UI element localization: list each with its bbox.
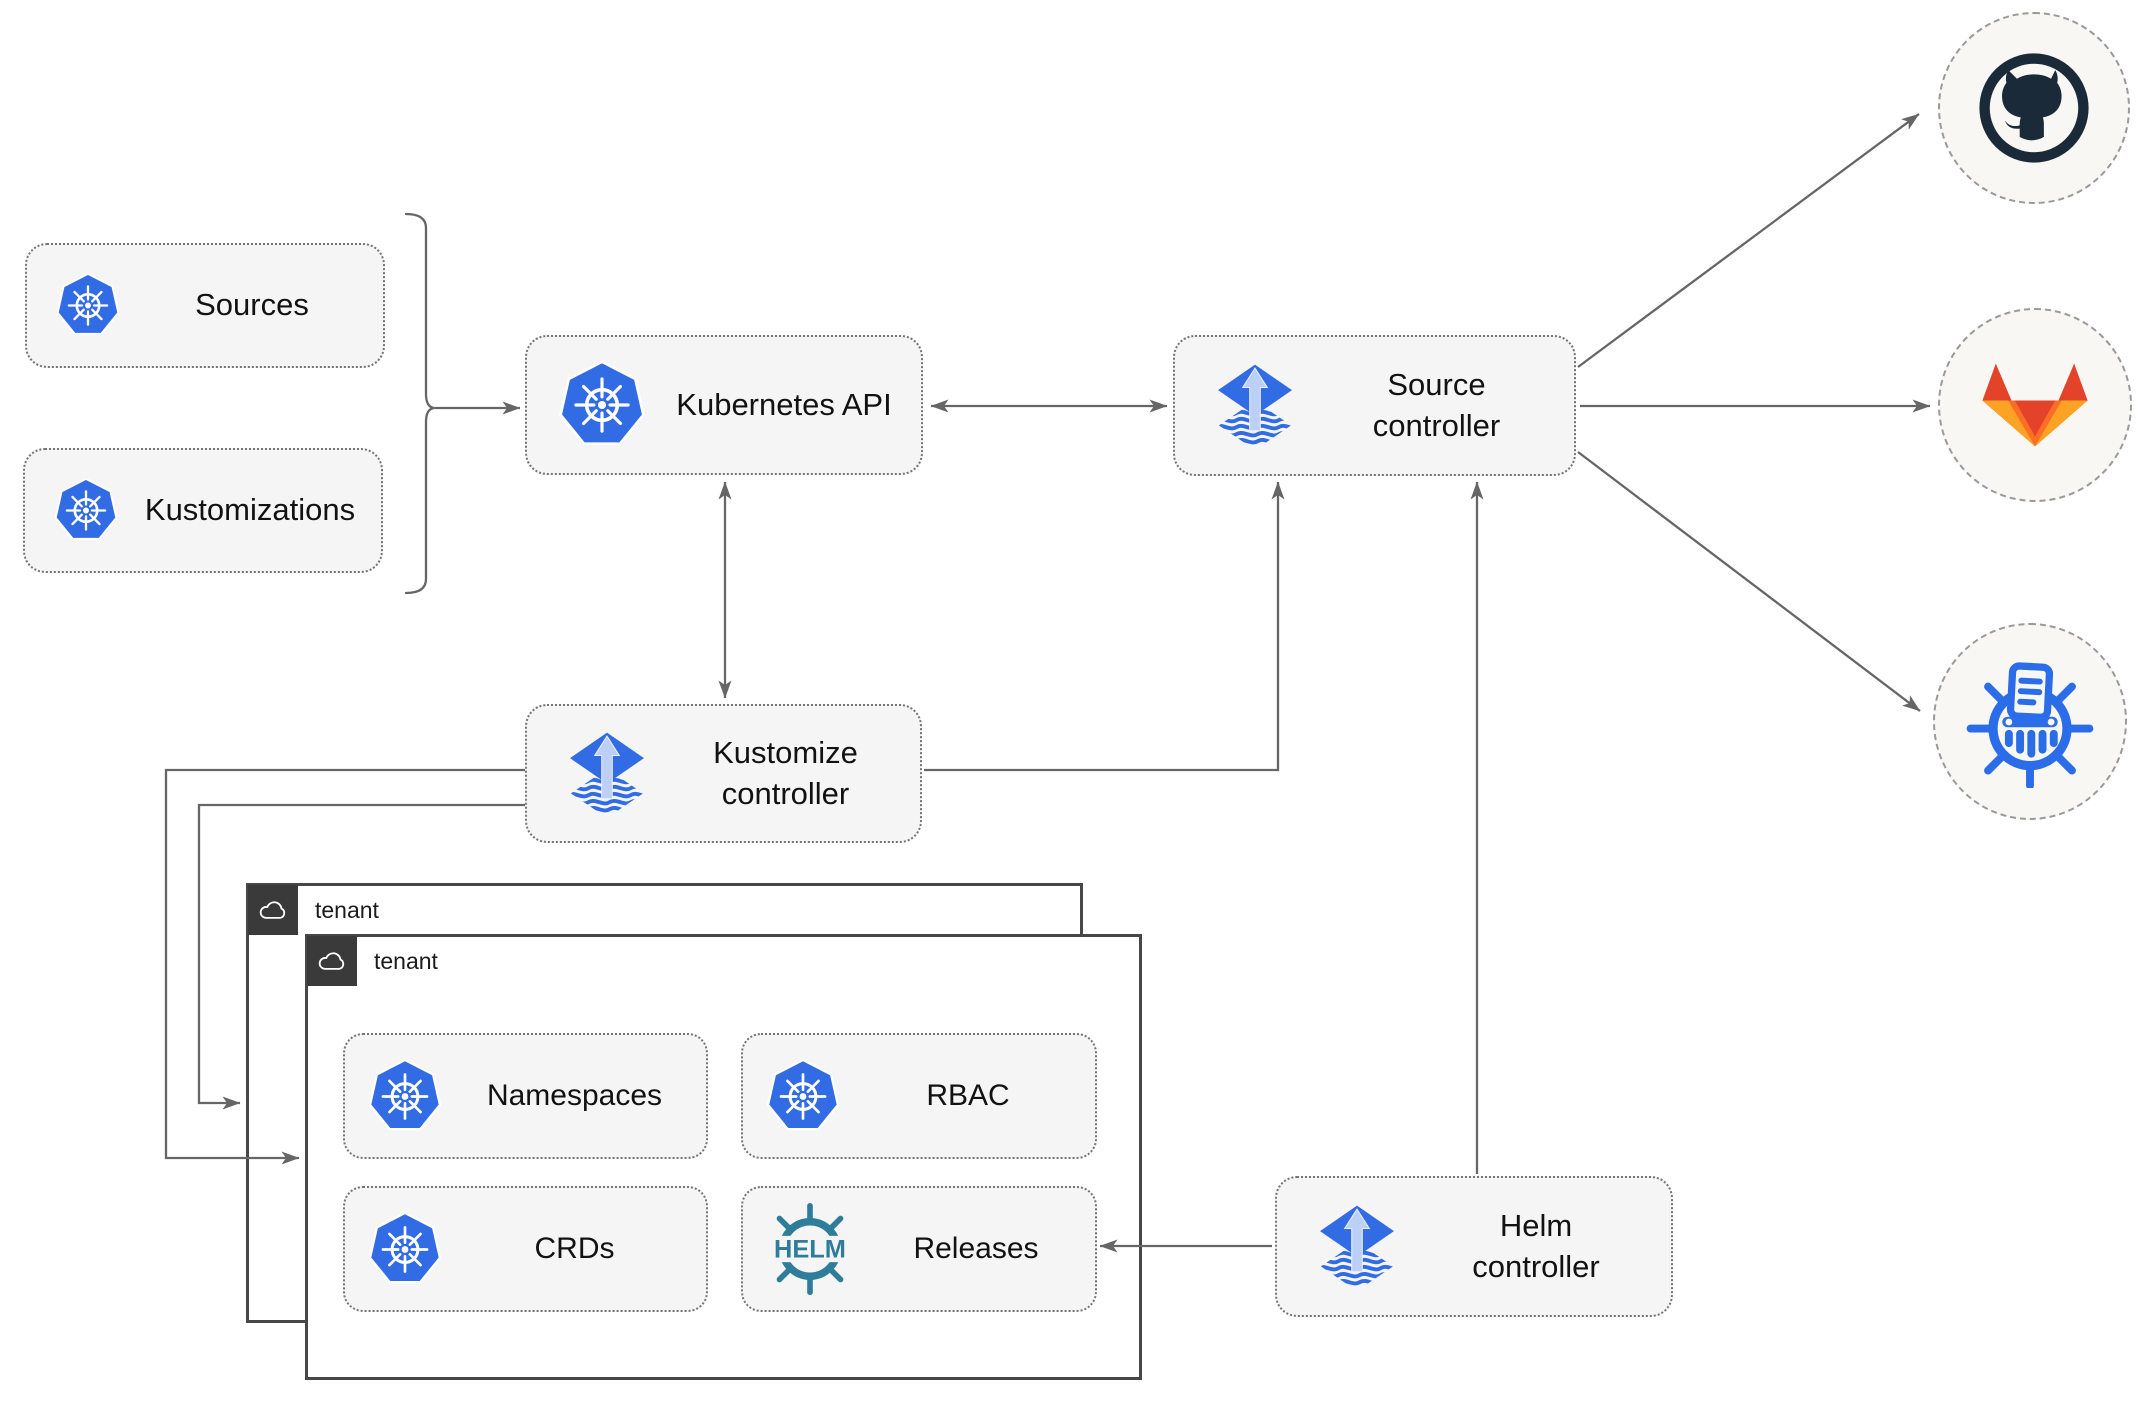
kubernetes-icon (557, 358, 647, 452)
node-helm-controller: Helm controller (1275, 1176, 1673, 1317)
tenant-badge (307, 936, 357, 986)
node-kustomizations: Kustomizations (23, 448, 383, 573)
node-rbac: RBAC (741, 1033, 1097, 1159)
node-label: Namespaces (486, 1079, 663, 1112)
tenant-label: tenant (315, 897, 379, 923)
node-sources: Sources (25, 243, 385, 368)
helm-icon: HELM (763, 1202, 857, 1296)
node-source-controller: Source controller (1173, 335, 1576, 476)
kubernetes-icon (53, 476, 119, 545)
tenant-badge (248, 885, 298, 935)
endpoint-manifest-registry (1933, 623, 2127, 820)
tenant-box-inner: tenant Namespaces RBAC CRDs (305, 934, 1142, 1380)
flux-icon (563, 722, 651, 826)
node-label: Kustomize controller (713, 735, 858, 811)
edge-kustomize-source (924, 481, 1285, 772)
node-releases: HELM Releases (741, 1186, 1097, 1312)
node-label: Releases (913, 1232, 1039, 1265)
node-namespaces: Namespaces (343, 1033, 708, 1159)
node-kustomize-controller: Kustomize controller (525, 704, 922, 843)
cloud-icon (316, 950, 349, 973)
edge-source-registry (1577, 451, 1921, 712)
github-icon (1973, 47, 2095, 169)
node-label: Source controller (1372, 367, 1501, 443)
endpoint-github (1938, 12, 2130, 204)
kubernetes-icon (367, 1210, 443, 1289)
tenant-label: tenant (374, 948, 438, 974)
edge-source-github (1577, 113, 1920, 368)
node-crds: CRDs (343, 1186, 708, 1312)
node-kubernetes-api: Kubernetes API (525, 335, 923, 475)
edge-bracket (404, 212, 435, 595)
kubernetes-icon (367, 1057, 443, 1136)
node-label: RBAC (926, 1079, 1010, 1112)
endpoint-gitlab (1938, 308, 2132, 502)
node-label: Kubernetes API (676, 386, 892, 422)
flux-icon (1211, 354, 1299, 458)
gitlab-icon (1979, 358, 2091, 452)
helm-logo-text: HELM (774, 1235, 846, 1263)
cloud-icon (257, 899, 290, 922)
node-label: Helm controller (1472, 1208, 1600, 1284)
kubernetes-icon (55, 271, 121, 340)
node-label: Sources (195, 287, 309, 323)
node-label: Kustomizations (144, 492, 356, 528)
manifest-wheel-icon (1964, 656, 2096, 788)
kubernetes-icon (765, 1057, 841, 1136)
node-label: CRDs (534, 1232, 615, 1265)
flux-icon (1313, 1195, 1401, 1299)
